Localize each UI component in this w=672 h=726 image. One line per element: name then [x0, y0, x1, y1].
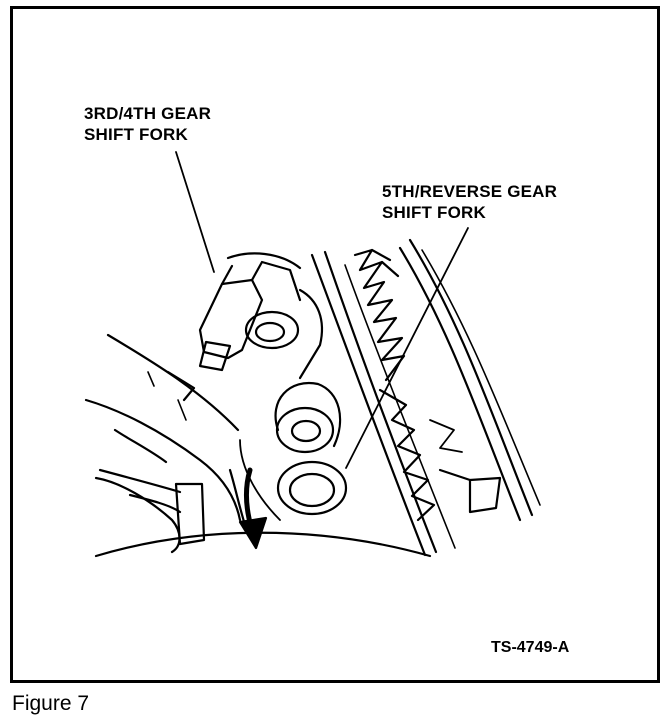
gear-teeth: [353, 248, 502, 522]
callout-5th-reverse-shift-fork: 5TH/REVERSE GEAR SHIFT FORK: [382, 181, 557, 223]
shift-rail: [310, 250, 456, 557]
figure-caption: Figure 7: [12, 692, 90, 715]
fork-34-body: [198, 252, 324, 380]
callout-line-2: SHIFT FORK: [382, 203, 486, 222]
callout-line-1: 3RD/4TH GEAR: [84, 104, 212, 123]
leader-fork-5r: [345, 227, 469, 469]
push-arrow: [238, 467, 268, 550]
leader-fork-34: [175, 151, 215, 273]
housing-bosses: [239, 381, 348, 521]
callout-3rd-4th-shift-fork: 3RD/4TH GEAR SHIFT FORK: [84, 103, 211, 145]
part-number: TS-4749-A: [491, 639, 570, 656]
callout-line-2: SHIFT FORK: [84, 125, 188, 144]
gear-ring: [398, 238, 541, 522]
case-base: [94, 531, 432, 558]
figure-frame: [10, 6, 660, 683]
callout-line-1: 5TH/REVERSE GEAR: [382, 182, 558, 201]
hand: [84, 333, 248, 554]
